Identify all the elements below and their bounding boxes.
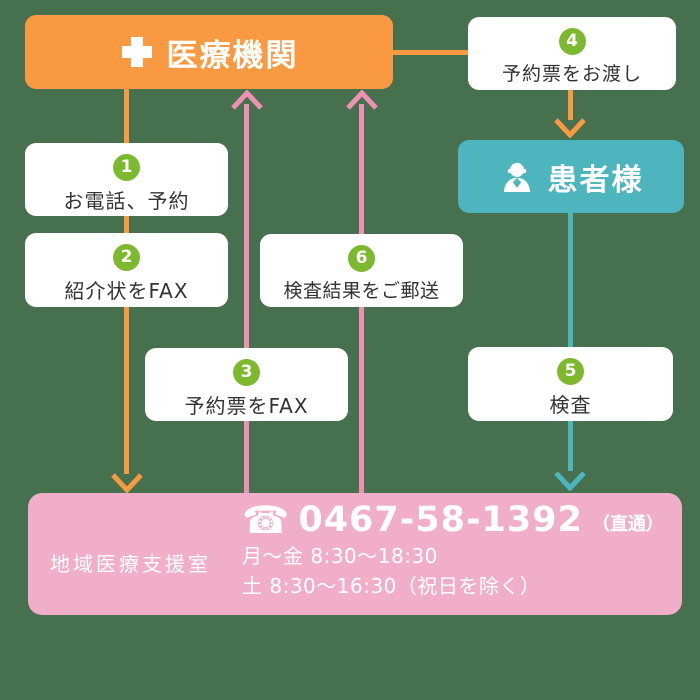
step-label: 検査結果をご郵送 [283, 280, 440, 302]
step-card-5: 5 検査 [468, 347, 673, 421]
step-number-badge: 4 [558, 28, 586, 55]
step-card-3: 3 予約票をFAX [145, 348, 348, 421]
step-card-4: 4 予約票をお渡し [468, 17, 676, 90]
step-label: 検査 [549, 393, 592, 417]
phone-number: 0467-58-1392 [298, 500, 583, 540]
medical-institution-label: 医療機関 [166, 37, 299, 74]
arrow-down-icon [110, 472, 144, 493]
arrow-up-icon [345, 90, 379, 111]
step-number-badge: 3 [233, 359, 260, 386]
arrow-down-icon [553, 470, 587, 491]
step-card-1: 1 お電話、予約 [25, 143, 228, 216]
step-label: 紹介状をFAX [64, 279, 189, 303]
support-office-contact: ☎ 0467-58-1392 （直通） 月～金 8:30～18:30 土 8:3… [242, 501, 664, 600]
phone-note: （直通） [591, 514, 664, 536]
step-card-2: 2 紹介状をFAX [25, 233, 228, 307]
hours-saturday: 土 8:30～16:30（祝日を除く） [242, 573, 541, 598]
person-icon [499, 159, 535, 195]
step-label: お電話、予約 [63, 189, 190, 213]
patient-to-support-line [568, 213, 573, 471]
step-number-badge: 5 [557, 358, 584, 385]
phone-icon: ☎ [242, 498, 290, 543]
patient-label: 患者様 [547, 162, 644, 198]
step-card-6: 6 検査結果をご郵送 [260, 234, 463, 307]
medical-to-step4-line [393, 50, 468, 55]
step-number-badge: 2 [113, 244, 140, 271]
phone-row: ☎ 0467-58-1392 （直通） [242, 501, 664, 540]
step4-to-patient-line [568, 90, 573, 120]
support-office-label: 地域医療支援室 [50, 551, 211, 576]
hours-weekday: 月～金 8:30～18:30 [242, 543, 438, 568]
arrow-up-icon [230, 90, 264, 111]
step-label: 予約票をFAX [184, 394, 309, 418]
step-label: 予約票をお渡し [501, 63, 642, 85]
step-number-badge: 6 [348, 245, 375, 272]
patient-node: 患者様 [458, 140, 684, 213]
support-to-medical-line-1 [244, 104, 249, 493]
step-number-badge: 1 [113, 154, 140, 181]
support-office-node: 地域医療支援室 ☎ 0467-58-1392 （直通） 月～金 8:30～18:… [28, 493, 682, 615]
medical-cross-icon [120, 35, 154, 69]
arrow-down-icon [553, 117, 587, 138]
medical-institution-node: 医療機関 [25, 15, 393, 89]
